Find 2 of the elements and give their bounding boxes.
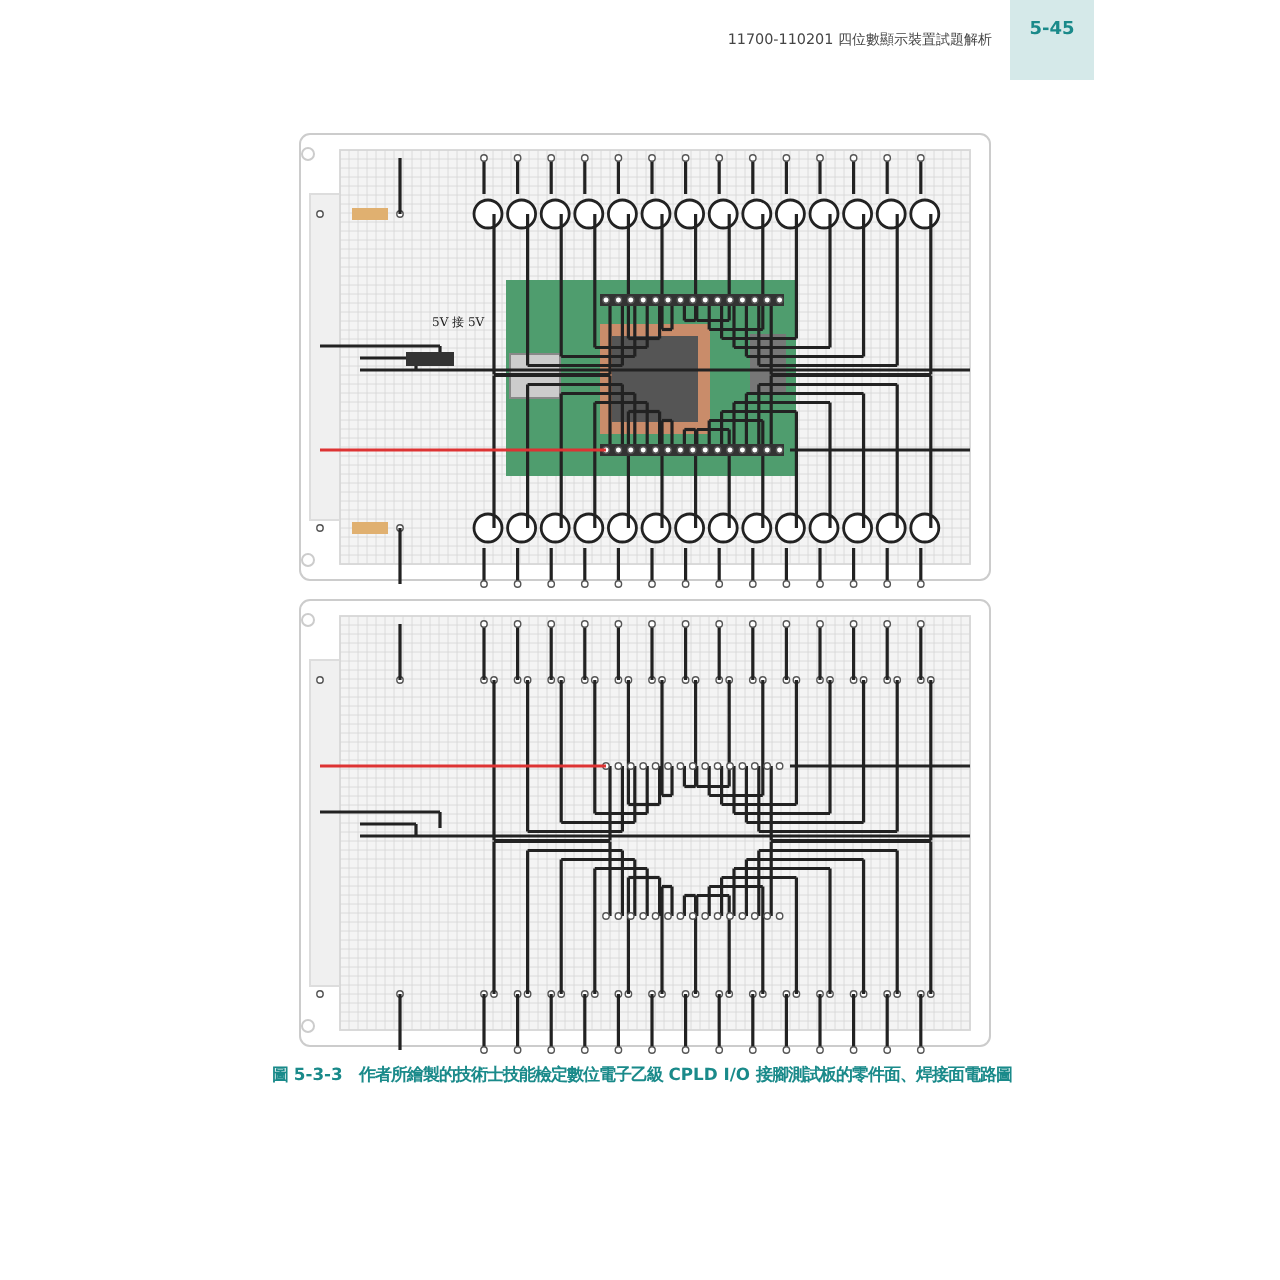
figure-caption: 圖 5-3-3 作者所繪製的技術士技能檢定數位電子乙級 CPLD I/O 接腳測試板的零件面、焊接面電路圖 <box>272 1064 1012 1086</box>
page-number: 5-45 <box>1010 0 1094 80</box>
